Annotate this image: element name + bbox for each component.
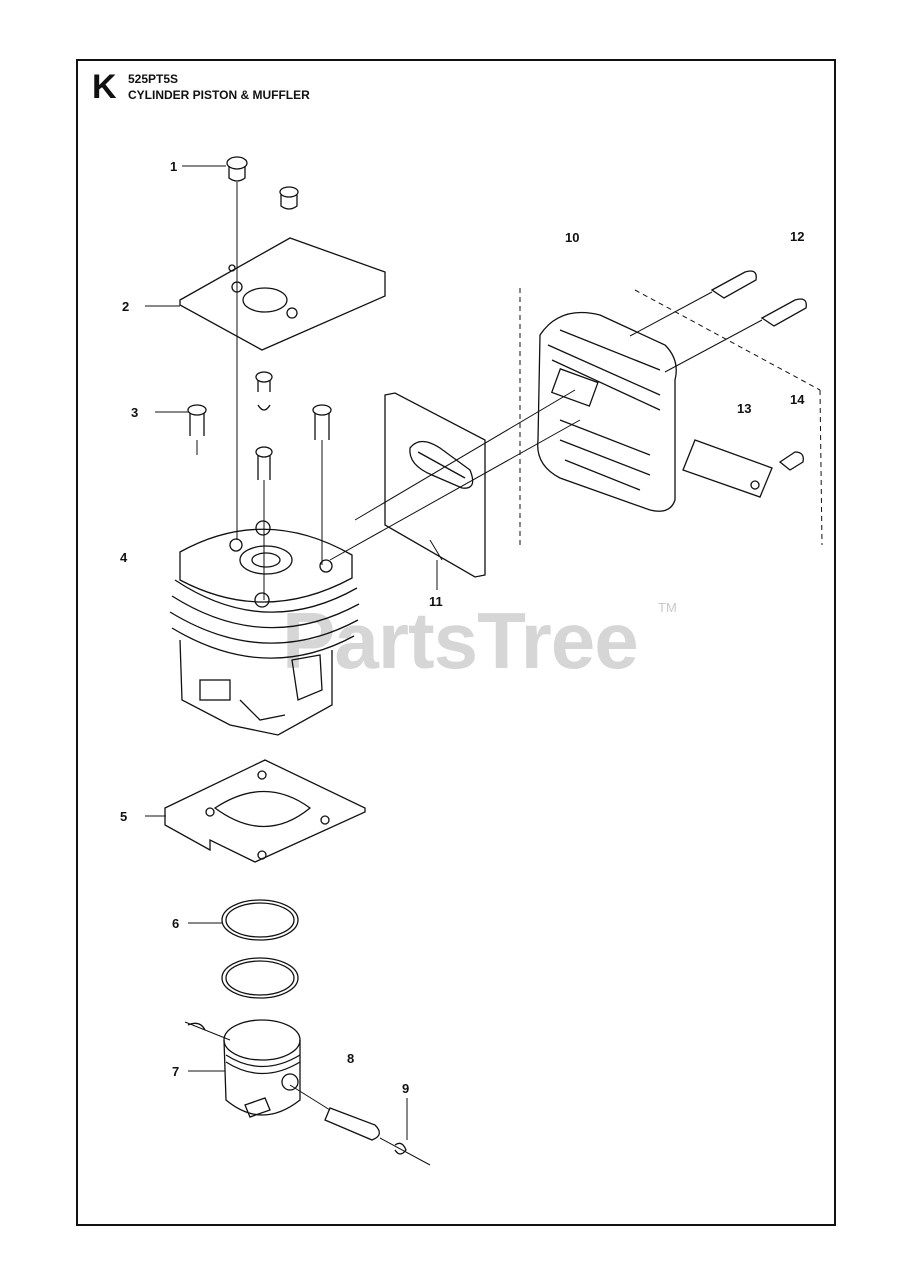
watermark-tm: TM (658, 600, 677, 615)
part-piston-rings-6 (221, 899, 299, 999)
part-screw-14 (778, 451, 804, 471)
callout-9: 9 (402, 1081, 410, 1096)
section-letter: K (92, 68, 117, 106)
watermark: PartsTree (282, 596, 639, 685)
callout-5: 5 (120, 809, 128, 824)
part-cylinder-4 (169, 520, 360, 736)
callout-12: 12 (790, 229, 805, 244)
leader-lines (145, 165, 438, 1140)
part-bolt-right (312, 404, 332, 565)
part-piston-7 (184, 1019, 301, 1118)
callout-4: 4 (120, 550, 128, 565)
callout-13: 13 (737, 401, 752, 416)
part-screws-12 (629, 270, 807, 373)
callout-7: 7 (172, 1064, 180, 1079)
callout-14: 14 (790, 392, 805, 407)
model-number: 525PT5S (128, 72, 179, 86)
part-gasket-2 (179, 237, 386, 351)
part-gasket-5 (164, 759, 366, 863)
part-clip-9 (379, 1137, 431, 1166)
diagram-frame (76, 59, 836, 1226)
callout-3: 3 (131, 405, 139, 420)
part-gasket-11 (329, 389, 581, 578)
callout-1: 1 (170, 159, 178, 174)
part-screw-extra (279, 186, 299, 210)
part-plate-13 (682, 439, 773, 498)
callout-2: 2 (122, 299, 130, 314)
callout-10: 10 (565, 230, 580, 245)
diagram-title: CYLINDER PISTON & MUFFLER (128, 88, 310, 102)
callout-11: 11 (429, 594, 443, 609)
part-pin-8 (289, 1084, 380, 1141)
part-muffler-10 (519, 288, 823, 546)
part-screw-1 (226, 156, 248, 540)
part-bolt-middle (255, 371, 273, 600)
part-bolt-3 (187, 404, 207, 455)
callout-8: 8 (347, 1051, 355, 1066)
callout-6: 6 (172, 916, 180, 931)
